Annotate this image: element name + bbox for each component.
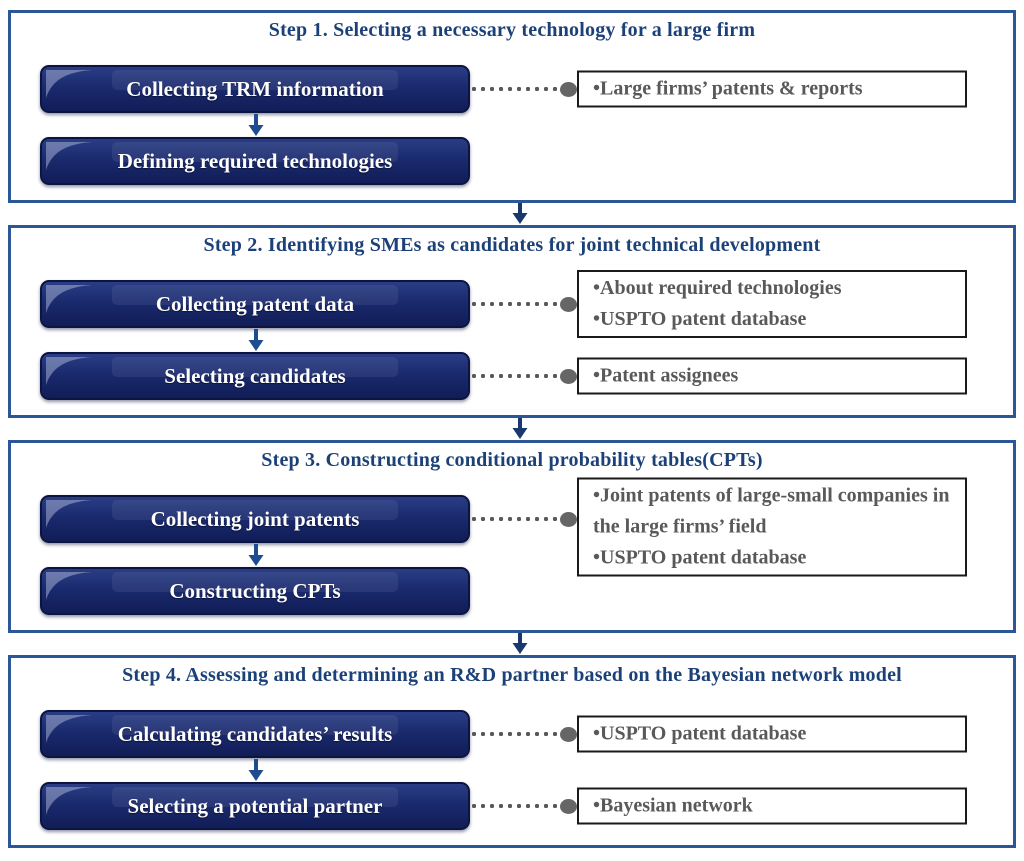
step-3-panel: Step 3. Constructing conditional probabi… [8, 440, 1016, 633]
step-1-title: Step 1. Selecting a necessary technology… [268, 19, 756, 41]
step-3-task-1-button[interactable]: Collecting joint patents [40, 495, 470, 543]
dotted-line [470, 726, 560, 742]
gloss-swoosh-icon [46, 70, 92, 98]
dotted-line [470, 798, 560, 814]
dotted-connector [470, 798, 577, 814]
step-4-task-2-button[interactable]: Selecting a potential partner [40, 782, 470, 830]
step-2-title: Step 2. Identifying SMEs as candidates f… [203, 234, 821, 256]
note-line: •USPTO patent database [593, 722, 807, 745]
dotted-line [470, 511, 560, 527]
step-1-task-1-button[interactable]: Collecting TRM information [40, 65, 470, 113]
down-arrow-icon [248, 759, 264, 781]
note-line: •Patent assignees [593, 364, 739, 387]
connector-endpoint-dot-icon [560, 511, 577, 527]
note-line: •USPTO patent database [593, 308, 807, 330]
note-line: •Bayesian network [593, 794, 753, 817]
step-4-task-1-button[interactable]: Calculating candidates’ results [40, 710, 470, 758]
task-button-label: Collecting patent data [155, 291, 355, 316]
step-flow-arrow-icon [512, 418, 528, 439]
dotted-connector [470, 368, 577, 384]
step-1-panel: Step 1. Selecting a necessary technology… [8, 10, 1016, 203]
dotted-connector [470, 81, 577, 97]
gloss-swoosh-icon [46, 142, 92, 170]
step-4-note-box-1: •USPTO patent database [577, 715, 967, 753]
step-2-task-2-button[interactable]: Selecting candidates [40, 352, 470, 400]
connector-endpoint-dot-icon [560, 296, 577, 312]
step-4-title: Step 4. Assessing and determining an R&D… [122, 664, 902, 686]
task-button-label: Selecting candidates [164, 363, 346, 388]
step-1-note-box: •Large firms’ patents & reports [577, 70, 967, 108]
gloss-swoosh-icon [46, 285, 92, 313]
step-3-note-box: •Joint patents of large-small companies … [577, 477, 967, 577]
step-flow-arrow-icon [512, 633, 528, 654]
connector-endpoint-dot-icon [560, 798, 577, 814]
step-2-note-box-1: •About required technologies •USPTO pate… [577, 270, 967, 338]
down-arrow-icon [248, 544, 264, 566]
connector-endpoint-dot-icon [560, 368, 577, 384]
dotted-connector [470, 726, 577, 742]
connector-endpoint-dot-icon [560, 81, 577, 97]
task-button-label: Collecting joint patents [150, 506, 360, 531]
step-3-task-2-button[interactable]: Constructing CPTs [40, 567, 470, 615]
step-4-note-box-2: •Bayesian network [577, 787, 967, 825]
gloss-swoosh-icon [46, 357, 92, 385]
task-button-label: Calculating candidates’ results [117, 721, 393, 746]
step-4-panel: Step 4. Assessing and determining an R&D… [8, 655, 1016, 848]
gloss-swoosh-icon [46, 715, 92, 743]
step-2-panel: Step 2. Identifying SMEs as candidates f… [8, 225, 1016, 418]
step-2-task-1-button[interactable]: Collecting patent data [40, 280, 470, 328]
down-arrow-icon [248, 114, 264, 136]
task-button-label: Collecting TRM information [126, 76, 384, 101]
dotted-connector [470, 511, 577, 527]
gloss-swoosh-icon [46, 572, 92, 600]
dotted-line [470, 296, 560, 312]
note-line: •USPTO patent database [593, 546, 807, 569]
dotted-line [470, 368, 560, 384]
connector-endpoint-dot-icon [560, 726, 577, 742]
dotted-connector [470, 296, 577, 312]
step-3-title: Step 3. Constructing conditional probabi… [261, 449, 763, 471]
task-button-label: Selecting a potential partner [127, 793, 383, 818]
dotted-line [470, 81, 560, 97]
step-1-task-2-button[interactable]: Defining required technologies [40, 137, 470, 185]
gloss-swoosh-icon [46, 787, 92, 815]
gloss-swoosh-icon [46, 500, 92, 528]
note-line: •Large firms’ patents & reports [593, 77, 863, 100]
step-flow-arrow-icon [512, 203, 528, 224]
task-button-label: Constructing CPTs [169, 578, 341, 603]
step-2-note-box-2: •Patent assignees [577, 357, 967, 395]
down-arrow-icon [248, 329, 264, 351]
task-button-label: Defining required technologies [117, 148, 393, 173]
note-line: •About required technologies [593, 277, 842, 299]
note-line: •Joint patents of large-small companies … [593, 484, 950, 538]
